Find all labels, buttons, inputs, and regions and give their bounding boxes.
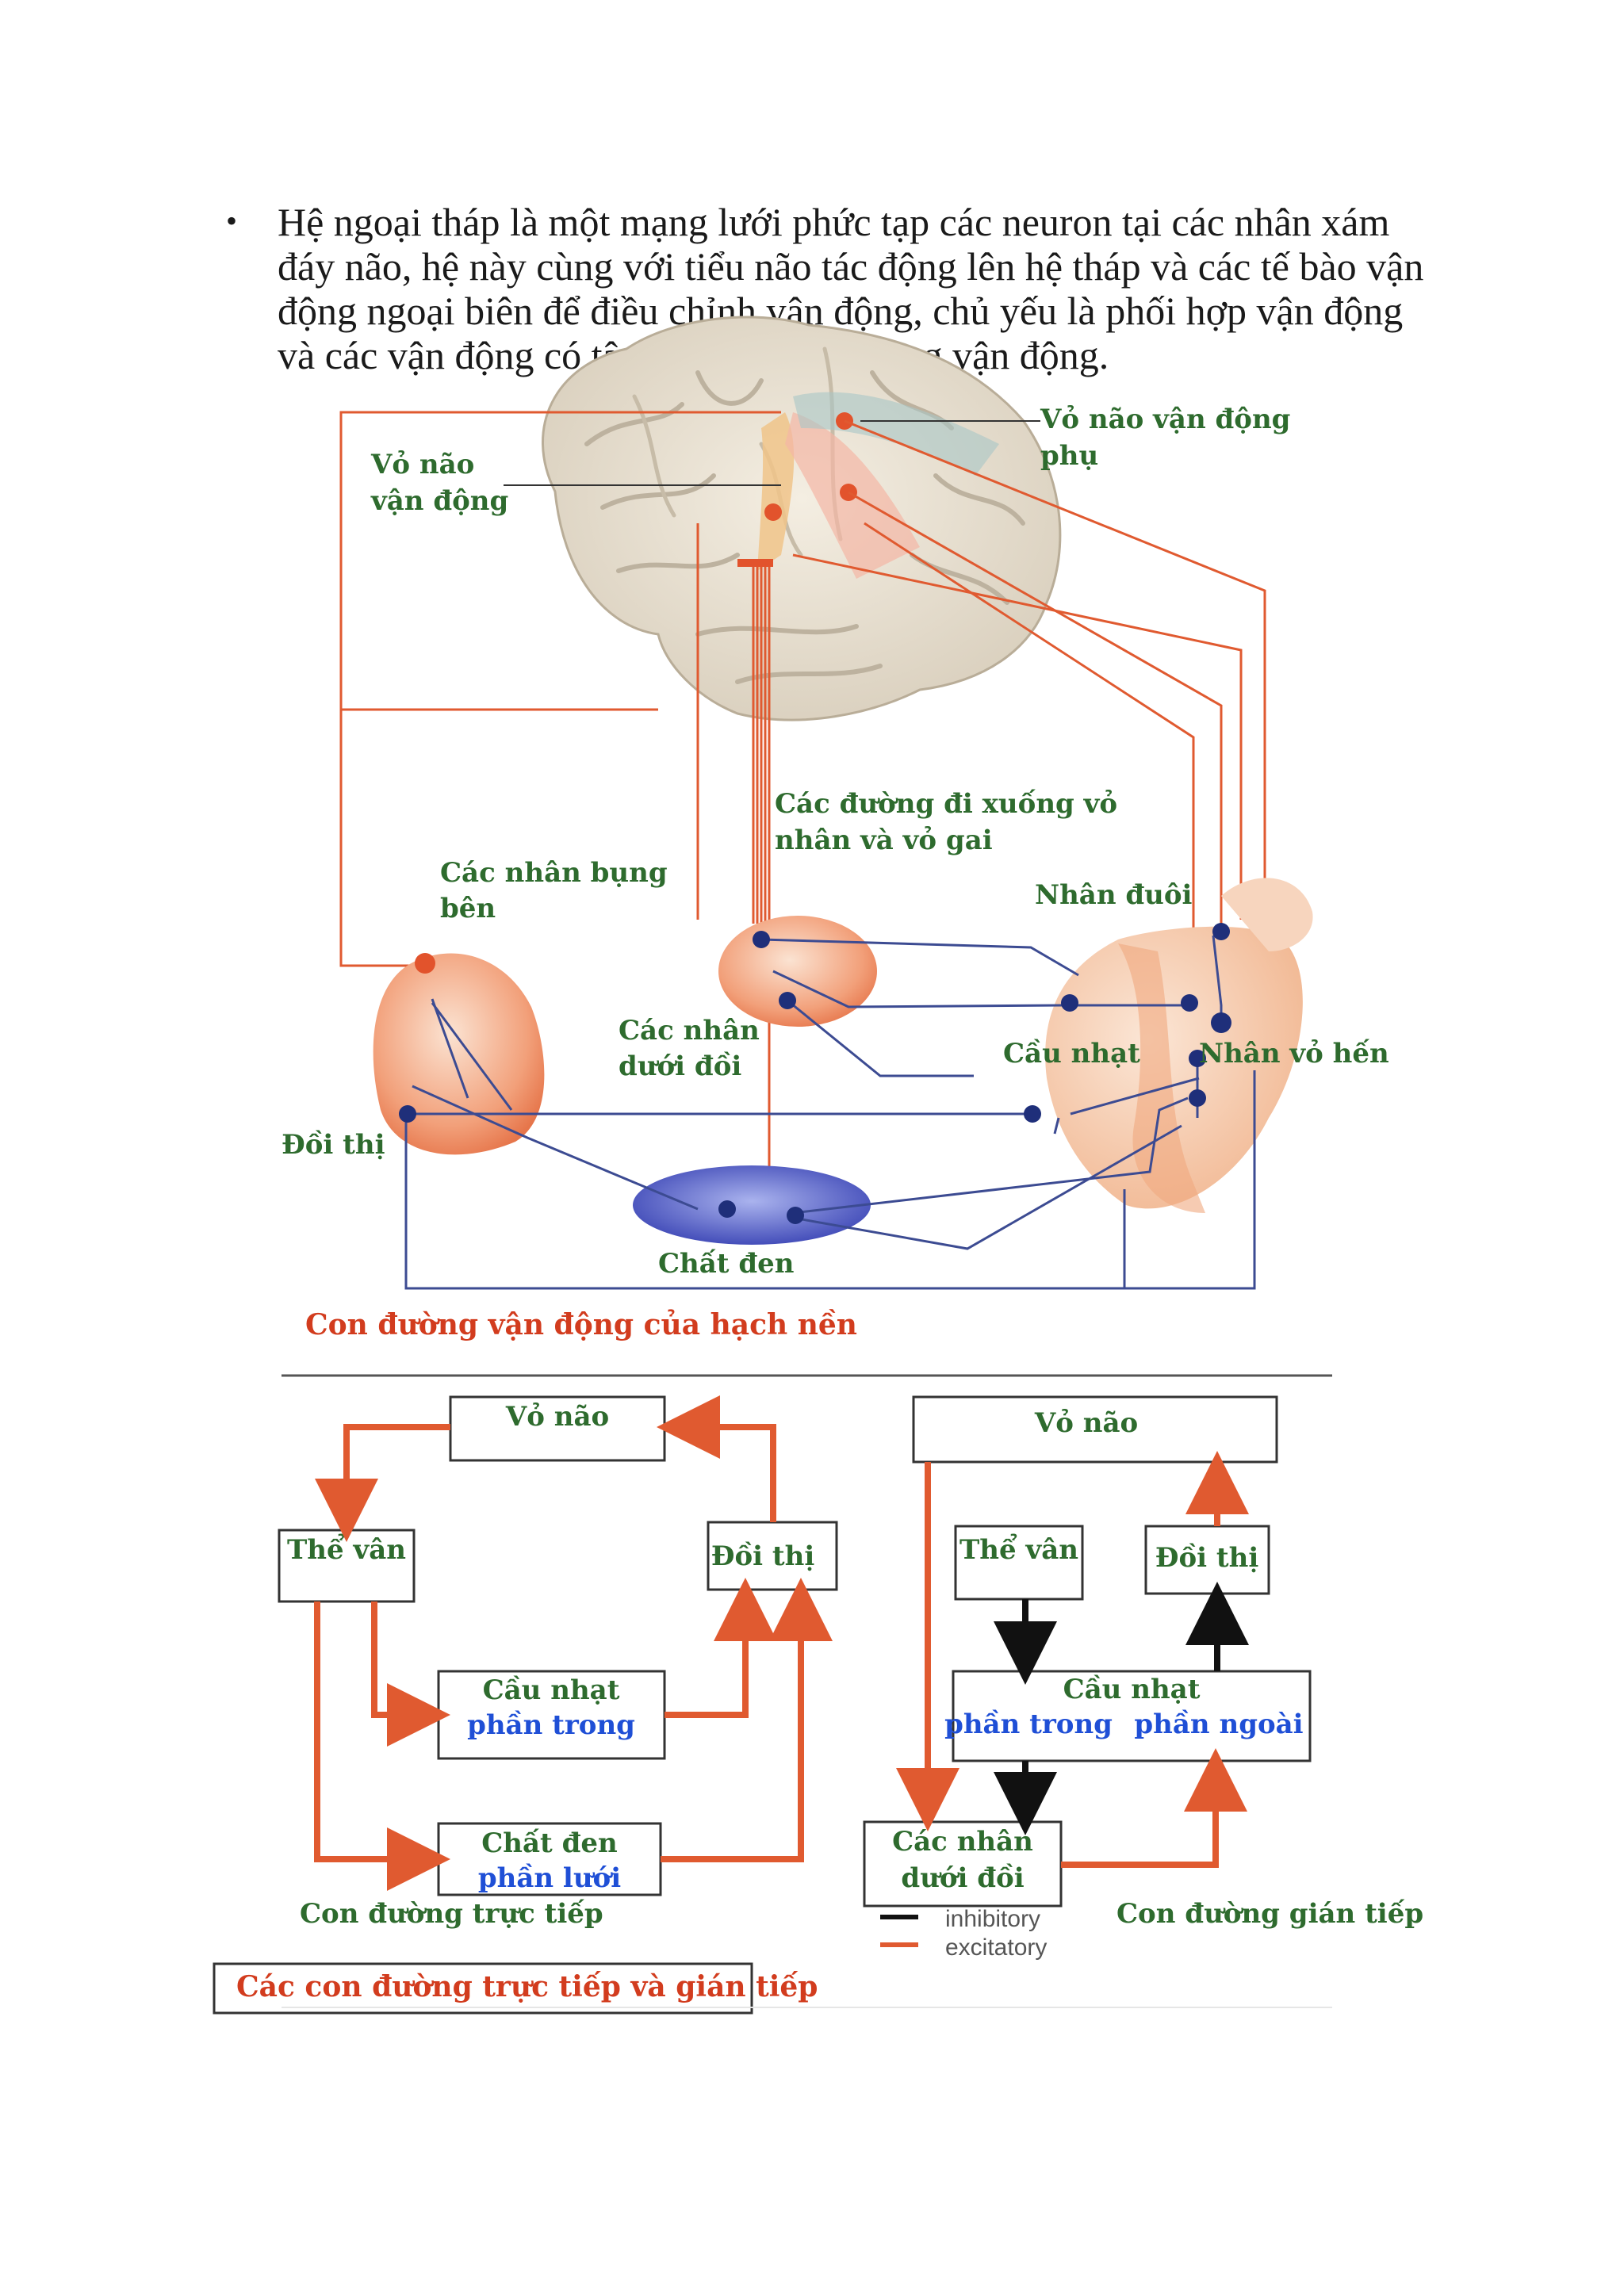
bottom-caption-box	[213, 1962, 753, 2015]
substantia-nigra-shape	[633, 1165, 871, 1245]
box-subthalamic-label-1: Các nhân	[892, 1826, 1033, 1858]
brain-illustration	[542, 316, 1062, 721]
box-subthalamic-label-2: dưới đồi	[901, 1862, 1024, 1894]
box-gp-internal-label-2: phần trong	[467, 1709, 635, 1741]
label-supp-motor-1: Vỏ não vận động	[1040, 404, 1290, 435]
neuron-motor-cortex	[764, 503, 782, 521]
label-ventrolateral-2: bên	[440, 893, 496, 924]
striatum-shape	[1045, 926, 1303, 1209]
label-motor-cortex-1: Vỏ não	[370, 449, 474, 480]
top-caption: Con đường vận động của hạch nền	[305, 1308, 857, 1341]
basal-ganglia-pathways	[404, 935, 1256, 1290]
label-subthalamic-2: dưới đồi	[619, 1050, 741, 1082]
box-striatum-left	[278, 1529, 416, 1603]
cortical-projections	[339, 411, 1266, 1189]
box-striatum-right-label: Thể vân	[959, 1533, 1078, 1566]
indirect-pathway-arrows	[896, 1451, 1249, 1868]
box-gp-right	[952, 1670, 1312, 1762]
direct-pathway-diagram: Vỏ não Thể vân Đồi thị Cầu nhạt phần tro…	[278, 1395, 838, 1930]
box-cortex-right-label: Vỏ não	[1034, 1407, 1138, 1439]
indirect-pathway-diagram: Vỏ não Thể vân Đồi thị Cầu nhạt phần tro…	[863, 1395, 1423, 1961]
label-substantia-nigra: Chất đen	[658, 1248, 794, 1280]
legend: inhibitory excitatory	[880, 1906, 1047, 1961]
pathway-neurons	[399, 923, 1231, 1224]
label-motor-cortex-2: vận động	[370, 485, 508, 517]
label-subthalamic-1: Các nhân	[619, 1015, 760, 1047]
label-thalamus: Đồi thị	[282, 1129, 385, 1161]
label-putamen: Nhân vỏ hến	[1199, 1038, 1389, 1070]
box-striatum-right	[954, 1525, 1084, 1601]
box-sn-label-2: phần lưới	[478, 1862, 621, 1894]
box-thalamus-right-label: Đồi thị	[1155, 1542, 1259, 1574]
label-ventrolateral-1: Các nhân bụng	[440, 857, 668, 889]
legend-inhibitory-label: inhibitory	[945, 1906, 1040, 1932]
box-gp-right-label-internal: phần trong	[944, 1709, 1113, 1740]
indirect-pathway-label: Con đường gián tiếp	[1116, 1898, 1423, 1930]
box-thalamus-left-label: Đồi thị	[711, 1540, 815, 1572]
legend-excitatory-label: excitatory	[945, 1934, 1047, 1961]
bullet-marker: •	[226, 203, 238, 239]
label-caudate: Nhân đuôi	[1035, 879, 1193, 911]
box-gp-internal-label-1: Cầu nhạt	[483, 1674, 620, 1706]
label-globus-pallidus: Cầu nhạt	[1003, 1038, 1140, 1070]
box-striatum-left-label: Thể vân	[287, 1533, 406, 1566]
direct-pathway-arrows	[314, 1395, 833, 1891]
bottom-caption: Các con đường trực tiếp và gián tiếp	[236, 1970, 818, 2003]
label-descending-1: Các đường đi xuống vỏ	[775, 788, 1117, 820]
thalamus-shape	[373, 953, 545, 1155]
box-gp-right-label-1: Cầu nhạt	[1063, 1674, 1201, 1705]
box-gp-internal	[437, 1670, 666, 1760]
box-cortex-left-label: Vỏ não	[505, 1401, 609, 1433]
label-descending-2: nhân và vỏ gai	[775, 825, 993, 856]
top-diagram: Vỏ não vận động phụ Vỏ não vận động Các …	[282, 316, 1389, 1341]
label-supp-motor-2: phụ	[1040, 440, 1098, 472]
direct-pathway-label: Con đường trực tiếp	[300, 1898, 603, 1930]
box-gp-right-label-external: phần ngoài	[1134, 1709, 1303, 1740]
box-subthalamic	[863, 1820, 1063, 1908]
box-sn-label-1: Chất đen	[481, 1827, 617, 1859]
